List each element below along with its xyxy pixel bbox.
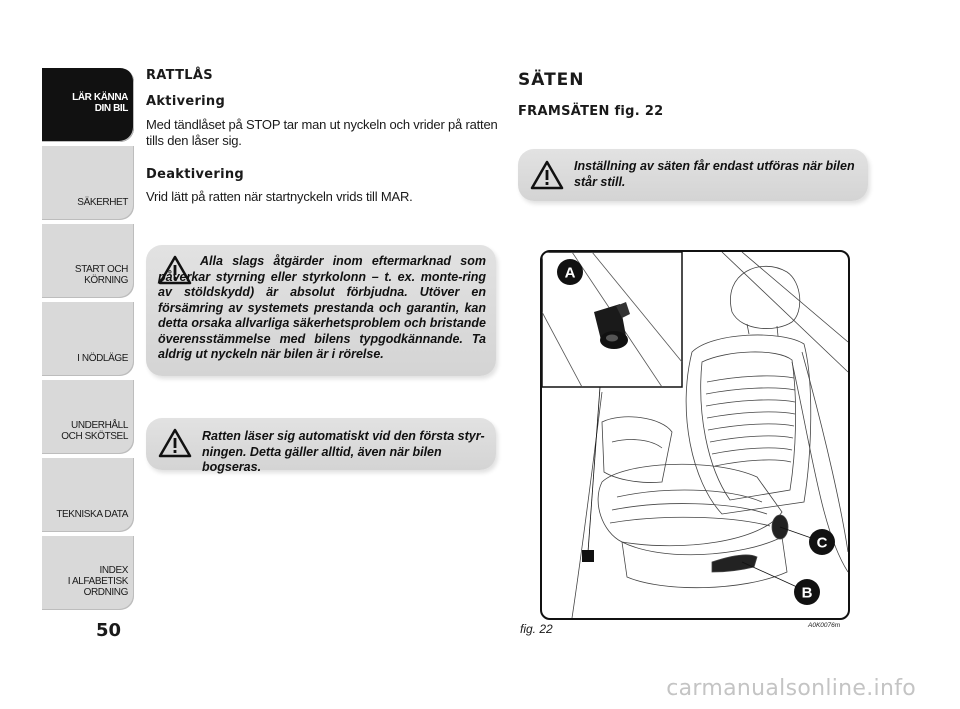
warning-icon <box>158 255 192 285</box>
figure-caption: fig. 22 <box>520 622 553 636</box>
warning-text: Alla slags åtgärder inom eftermarknad so… <box>158 254 486 361</box>
watermark-text: carmanualsonline.info <box>666 676 916 701</box>
warning-box-tampering: Alla slags åtgärder inom eftermarknad so… <box>146 245 496 376</box>
watermark: carmanualsonline.info <box>0 676 960 701</box>
warning-text: Inställning av säten får endast utföras … <box>574 159 855 189</box>
tab-label: UNDERHÅLL OCH SKÖTSEL <box>61 420 128 442</box>
tab-label: LÄR KÄNNA DIN BIL <box>72 92 128 114</box>
activation-text: Med tändlåset på STOP tar man ut nyckeln… <box>146 117 498 148</box>
label-c-marker: C <box>809 529 835 555</box>
tab-sakerhet[interactable]: SÄKERHET <box>42 146 134 220</box>
label-c: C <box>817 535 828 552</box>
seat-figure: A C B <box>540 250 850 620</box>
section-title: RATTLÅS <box>146 68 213 83</box>
tab-label: SÄKERHET <box>77 197 128 208</box>
seat-illustration: A C B <box>542 252 848 618</box>
deactivation-title: Deaktivering <box>146 167 245 182</box>
tab-label: INDEX I ALFABETISK ORDNING <box>67 565 129 598</box>
chapter-title: SÄTEN <box>518 70 585 90</box>
deactivation-text: Vrid lätt på ratten när startnyckeln vri… <box>146 189 413 204</box>
label-b: B <box>802 585 813 602</box>
label-a: A <box>565 265 576 282</box>
subsection-title: FRAMSÄTEN fig. 22 <box>518 104 664 119</box>
warning-icon <box>158 428 192 458</box>
warning-box-steering-lock: Ratten läser sig automatiskt vid den för… <box>146 418 496 474</box>
tab-lar-kanna-din-bil[interactable]: LÄR KÄNNA DIN BIL <box>42 68 134 142</box>
tab-start-och-korning[interactable]: START OCH KÖRNING <box>42 224 134 298</box>
tab-i-nodlage[interactable]: I NÖDLÄGE <box>42 302 134 376</box>
tab-label: TEKNISKA DATA <box>56 509 128 520</box>
label-a-marker: A <box>557 259 583 285</box>
activation-title: Aktivering <box>146 94 226 109</box>
tab-tekniska-data[interactable]: TEKNISKA DATA <box>42 458 134 532</box>
lever-detail <box>594 302 630 349</box>
warning-icon <box>530 160 564 190</box>
tab-underhall[interactable]: UNDERHÅLL OCH SKÖTSEL <box>42 380 134 454</box>
page-number: 50 <box>96 620 122 641</box>
warning-box-seat-adjustment: Inställning av säten får endast utföras … <box>518 149 868 201</box>
warning-text: Ratten läser sig automatiskt vid den för… <box>202 429 485 474</box>
label-b-marker: B <box>794 579 820 605</box>
tab-label: I NÖDLÄGE <box>77 353 128 364</box>
tab-index[interactable]: INDEX I ALFABETISK ORDNING <box>42 536 134 610</box>
figure-code: A0K0076m <box>808 622 841 629</box>
tab-label: START OCH KÖRNING <box>74 264 128 286</box>
